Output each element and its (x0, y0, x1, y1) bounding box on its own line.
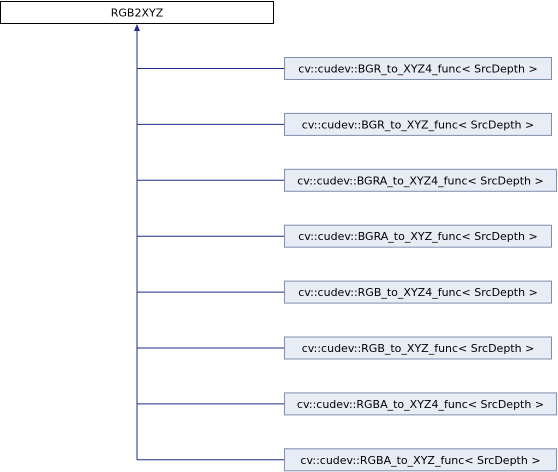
child-node-label: cv::cudev::RGB_to_XYZ4_func< SrcDepth > (298, 286, 538, 299)
inheritance-arrow-icon (134, 24, 140, 31)
child-node-label: cv::cudev::BGRA_to_XYZ_func< SrcDepth > (298, 230, 538, 243)
child-node-label: cv::cudev::BGRA_to_XYZ4_func< SrcDepth > (297, 174, 544, 187)
child-nodes: cv::cudev::BGR_to_XYZ4_func< SrcDepth >c… (137, 57, 557, 472)
child-node-box (284, 448, 557, 472)
child-node-6[interactable]: cv::cudev::RGB_to_XYZ_func< SrcDepth > (284, 336, 552, 360)
child-node-box (284, 112, 552, 136)
child-node-label: cv::cudev::BGR_to_XYZ_func< SrcDepth > (302, 118, 534, 131)
child-node-box (284, 57, 552, 80)
root-node[interactable]: RGB2XYZ (0, 1, 274, 24)
child-node-box (284, 168, 557, 192)
child-node-5[interactable]: cv::cudev::RGB_to_XYZ4_func< SrcDepth > (284, 280, 552, 304)
child-node-4[interactable]: cv::cudev::BGRA_to_XYZ_func< SrcDepth > (284, 224, 552, 248)
child-node-label: cv::cudev::RGBA_to_XYZ_func< SrcDepth > (300, 454, 540, 467)
child-node-7[interactable]: cv::cudev::RGBA_to_XYZ4_func< SrcDepth > (284, 392, 557, 416)
child-node-box (284, 224, 552, 248)
child-node-3[interactable]: cv::cudev::BGRA_to_XYZ4_func< SrcDepth > (284, 168, 557, 192)
root-node-label: RGB2XYZ (111, 7, 164, 20)
child-node-box (284, 392, 557, 416)
child-node-box (284, 336, 552, 360)
child-node-box (284, 280, 552, 304)
child-node-8[interactable]: cv::cudev::RGBA_to_XYZ_func< SrcDepth > (284, 448, 557, 472)
child-node-2[interactable]: cv::cudev::BGR_to_XYZ_func< SrcDepth > (284, 112, 552, 136)
child-node-label: cv::cudev::RGBA_to_XYZ4_func< SrcDepth > (297, 398, 544, 411)
child-node-label: cv::cudev::RGB_to_XYZ_func< SrcDepth > (302, 342, 535, 355)
child-node-label: cv::cudev::BGR_to_XYZ4_func< SrcDepth > (298, 63, 537, 76)
child-node-1[interactable]: cv::cudev::BGR_to_XYZ4_func< SrcDepth > (284, 57, 552, 80)
